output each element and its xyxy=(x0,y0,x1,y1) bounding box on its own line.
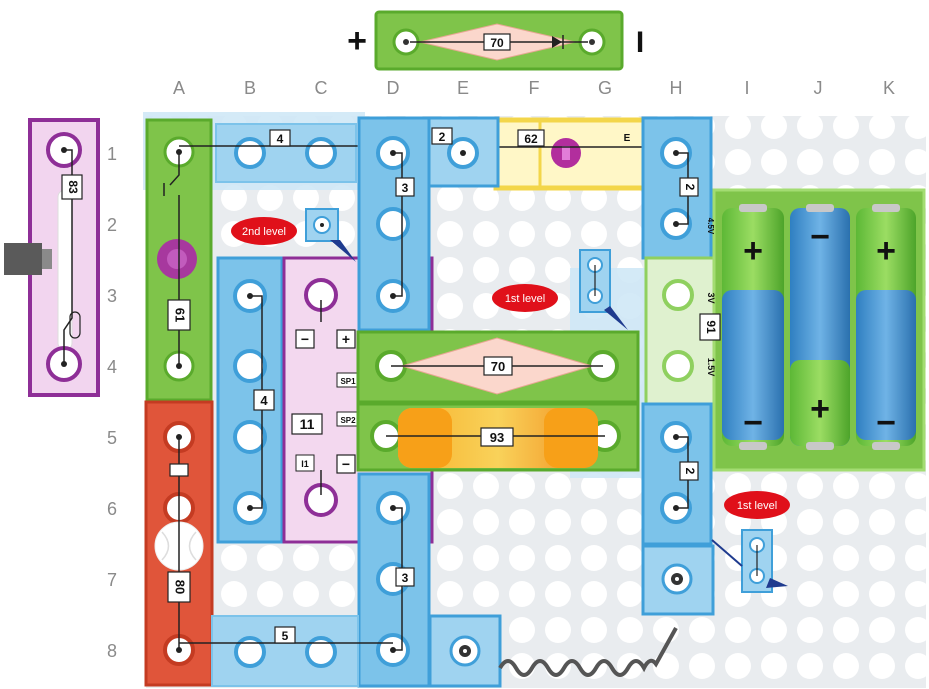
col-label: H xyxy=(670,78,683,98)
row-label: 1 xyxy=(107,144,117,164)
conductor-number: 2 xyxy=(683,184,697,191)
level-part-2nd xyxy=(305,208,356,262)
ic-i1: I1 xyxy=(301,459,309,469)
battery-holder-91: + − + − + − 91 3V 4.5V 1.5V xyxy=(644,188,926,472)
lamp-number: 70 xyxy=(491,359,505,374)
ic-sp2: SP2 xyxy=(340,416,356,425)
jumper-jack-h7 xyxy=(641,544,715,616)
fan-motor-93: 93 xyxy=(356,402,640,472)
speaker-number: 80 xyxy=(173,580,188,594)
callout-2nd-level-text: 2nd level xyxy=(242,226,286,238)
conductor-number: 3 xyxy=(402,571,409,585)
col-label: E xyxy=(457,78,469,98)
battery-sign: + xyxy=(810,390,830,428)
battery-sign: + xyxy=(876,232,896,270)
conductor-number: 2 xyxy=(683,468,697,475)
battery-number: 91 xyxy=(704,320,718,334)
battery-voltage-3v: 3V xyxy=(706,292,716,303)
coiled-jumper-wire xyxy=(498,627,678,677)
conductor-number: 2 xyxy=(439,130,446,144)
row-label: 6 xyxy=(107,499,117,519)
led-label: E xyxy=(624,133,631,144)
legend-lamp: 70 xyxy=(374,10,624,71)
row-label: 2 xyxy=(107,215,117,235)
conductor-number: 4 xyxy=(277,132,284,146)
conductor-number: 4 xyxy=(260,393,268,408)
conductor-3-d-low: 3 xyxy=(357,472,431,688)
legend-minus: I xyxy=(636,26,644,59)
battery-sign: − xyxy=(876,404,896,442)
row-labels: 1 2 3 4 5 6 7 8 xyxy=(107,144,117,661)
legend-plus: + xyxy=(347,22,367,60)
ic-minus-top: − xyxy=(301,331,309,347)
col-label: J xyxy=(814,78,823,98)
callout-1st-level-a-text: 1st level xyxy=(505,293,545,305)
ic-number: 11 xyxy=(300,416,315,432)
speaker-80: 80 xyxy=(144,400,214,687)
conductor-number: 3 xyxy=(402,181,409,195)
conductor-4-top: 4 xyxy=(179,123,393,183)
battery-sign: − xyxy=(743,404,763,442)
callout-1st-level-a: 1st level xyxy=(492,284,558,312)
reed-switch-number: 83 xyxy=(66,180,80,194)
col-label: B xyxy=(244,78,256,98)
ic-sp1: SP1 xyxy=(340,377,356,386)
resistor-62: 62 E xyxy=(463,117,676,191)
level-part-1st-a xyxy=(579,249,628,330)
resistor-number: 62 xyxy=(524,132,538,146)
row-label: 8 xyxy=(107,641,117,661)
col-label: G xyxy=(598,78,612,98)
row-label: 5 xyxy=(107,428,117,448)
callout-1st-level-b: 1st level xyxy=(724,491,790,519)
jumper-jack-e8 xyxy=(428,614,502,688)
col-label: K xyxy=(883,78,895,98)
press-switch-61: 61 xyxy=(145,118,213,402)
col-label: A xyxy=(173,78,185,98)
col-label: C xyxy=(315,78,328,98)
battery-sign: + xyxy=(743,232,763,270)
col-label: I xyxy=(744,78,749,98)
battery-voltage-4.5v: 4.5V xyxy=(706,218,715,235)
level-part-1st-b xyxy=(711,529,788,593)
conductor-number: 5 xyxy=(282,629,289,643)
col-label: F xyxy=(529,78,540,98)
lamp-70: 70 xyxy=(356,330,640,404)
ic-minus-bottom: − xyxy=(342,456,350,472)
battery-sign: − xyxy=(810,218,830,256)
press-switch-number: 61 xyxy=(173,308,188,322)
col-label: D xyxy=(387,78,400,98)
conductor-4-b: 4 xyxy=(216,256,284,544)
row-label: 3 xyxy=(107,286,117,306)
conductor-2-h-low: 2 xyxy=(641,402,713,546)
callout-1st-level-b-text: 1st level xyxy=(737,500,777,512)
conductor-2-top: 2 xyxy=(426,116,500,188)
callout-2nd-level: 2nd level xyxy=(231,217,297,245)
conductor-3-d: 3 xyxy=(357,116,431,332)
reed-switch-83: 83 xyxy=(4,118,100,397)
battery-voltage-1.5v: 1.5V xyxy=(706,358,716,377)
row-label: 7 xyxy=(107,570,117,590)
motor-number: 93 xyxy=(490,430,504,445)
column-labels: A B C D E F G H I J K xyxy=(173,78,895,98)
legend-lamp-number: 70 xyxy=(490,36,504,50)
conductor-2-h-top: 2 xyxy=(641,116,713,260)
row-label: 4 xyxy=(107,357,117,377)
ic-plus: + xyxy=(342,331,350,347)
conductor-5: 5 xyxy=(179,615,393,687)
